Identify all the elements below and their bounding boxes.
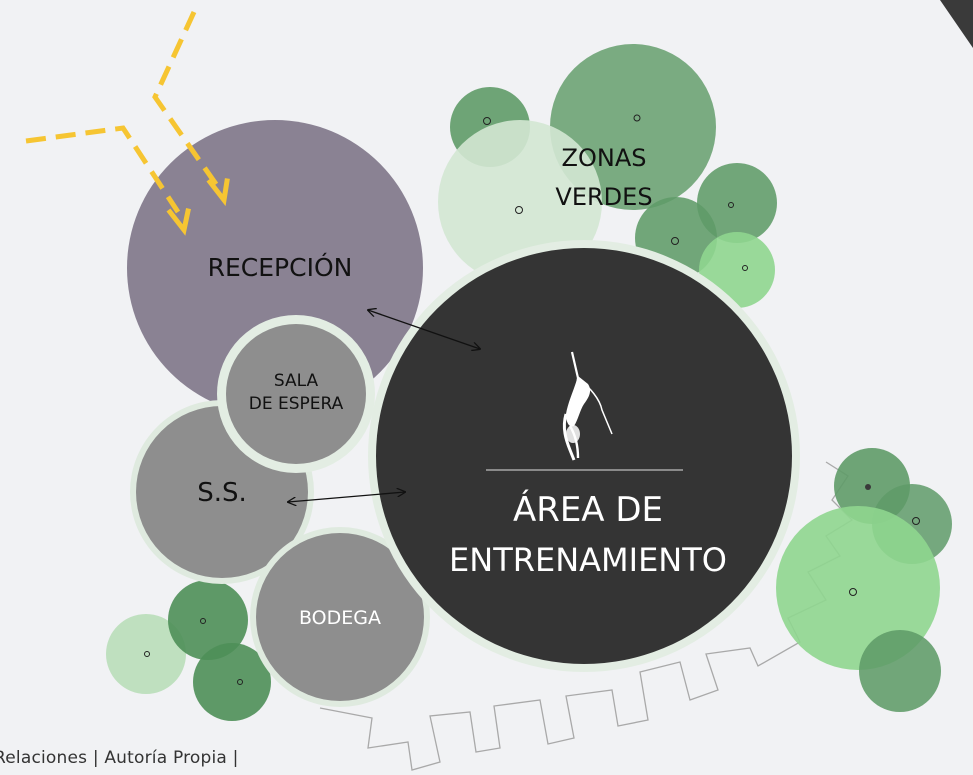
double-arrow-icon <box>368 310 480 349</box>
training-area-circle-fill <box>376 248 792 664</box>
green-zone-cluster-right <box>776 448 952 712</box>
gymnast-icon <box>562 351 613 461</box>
waiting-room-label-line2: DE ESPERA <box>249 394 344 414</box>
corner-decoration <box>940 0 973 48</box>
figure-caption: Relaciones | Autoría Propia | <box>0 748 239 768</box>
waiting-room-label-line1: SALA <box>274 371 319 391</box>
training-area-label-line2: ENTRENAMIENTO <box>449 541 727 579</box>
storage-circle-fill <box>256 533 424 701</box>
access-arrow-icon <box>25 10 221 214</box>
green-zone-cluster-left <box>106 580 271 721</box>
green-zones-label-line2: VERDES <box>555 183 652 211</box>
access-arrowheads <box>166 178 230 236</box>
green-zones-label-line1: ZONAS <box>562 144 647 172</box>
storage-label: BODEGA <box>299 607 381 629</box>
double-arrow-icon <box>288 492 405 502</box>
waiting-room-circle-fill <box>226 324 366 464</box>
restrooms-label: S.S. <box>197 478 247 508</box>
reception-label: RECEPCIÓN <box>208 252 353 282</box>
training-area-label-line1: ÁREA DE <box>513 489 663 530</box>
